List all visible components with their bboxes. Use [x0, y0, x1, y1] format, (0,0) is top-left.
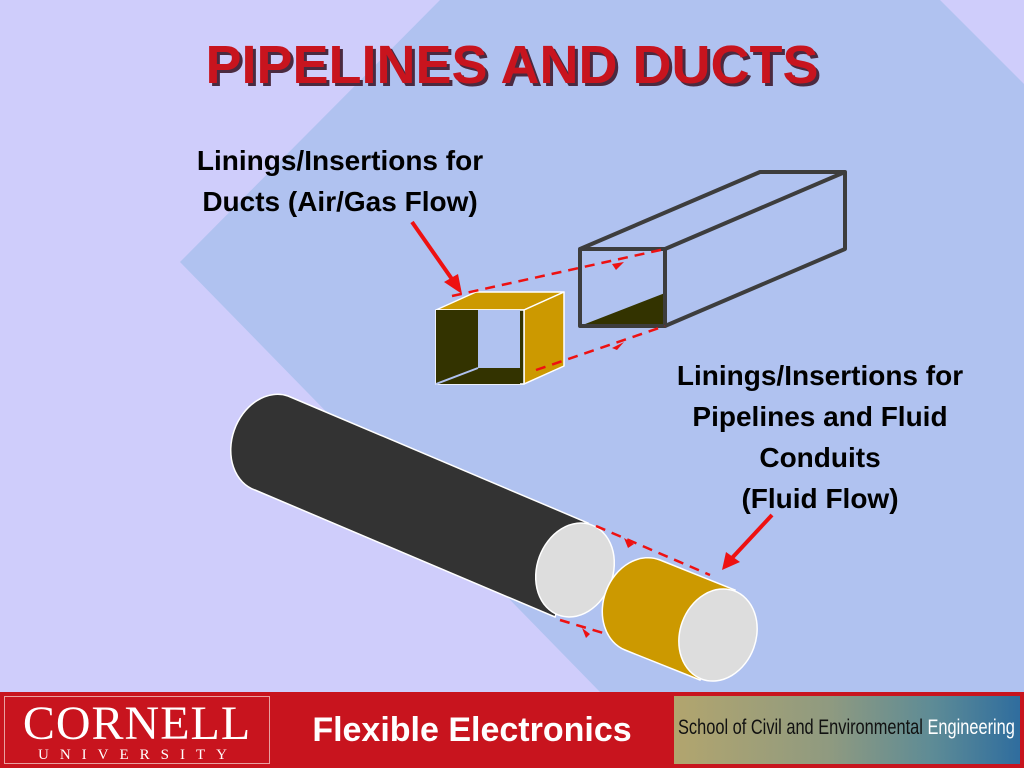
duct-liner-hole — [478, 310, 520, 368]
cornell-logo-sub: UNIVERSITY — [38, 747, 238, 763]
duct-inner-shadow — [580, 293, 665, 326]
cornell-logo: CORNELL UNIVERSITY — [4, 696, 270, 764]
school-name: School of Civil and Environmental Engine… — [678, 716, 1015, 740]
ducts-label-line2: Ducts (Air/Gas Flow) — [202, 186, 478, 217]
ducts-label: Linings/Insertions for Ducts (Air/Gas Fl… — [140, 140, 540, 222]
pipe-body — [229, 393, 589, 619]
pipe-liner-end-face — [678, 588, 758, 682]
diagram — [180, 0, 1024, 692]
duct-arrow — [410, 220, 456, 284]
pipes-label-line4: (Fluid Flow) — [741, 483, 899, 514]
school-banner: School of Civil and Environmental Engine… — [674, 696, 1020, 764]
cornell-logo-word: CORNELL — [22, 697, 252, 750]
footer-bar: CORNELL UNIVERSITY Flexible Electronics … — [0, 692, 1024, 768]
pipes-label-line3: Conduits — [759, 442, 881, 473]
slide-title: PIPELINES AND DUCTS — [205, 35, 819, 95]
school-name-main: School of Civil and Environmental — [678, 716, 928, 739]
pipe-liner — [601, 556, 758, 682]
arrows — [410, 220, 774, 570]
duct-insertion-lines — [451, 247, 666, 372]
pipe-arrow — [730, 513, 774, 560]
pipes-label-line1: Linings/Insertions for — [676, 360, 964, 391]
duct-liner-bottom-light — [436, 368, 520, 384]
pipe — [229, 393, 616, 619]
duct-liner — [435, 291, 565, 385]
ducts-label-line1: Linings/Insertions for — [196, 145, 484, 176]
pipes-label-line2: Pipelines and Fluid — [692, 401, 948, 432]
footer-title: Flexible Electronics — [312, 711, 632, 749]
school-name-accent: Engineering — [927, 716, 1015, 739]
pipes-label: Linings/Insertions for Pipelines and Flu… — [630, 355, 1010, 519]
